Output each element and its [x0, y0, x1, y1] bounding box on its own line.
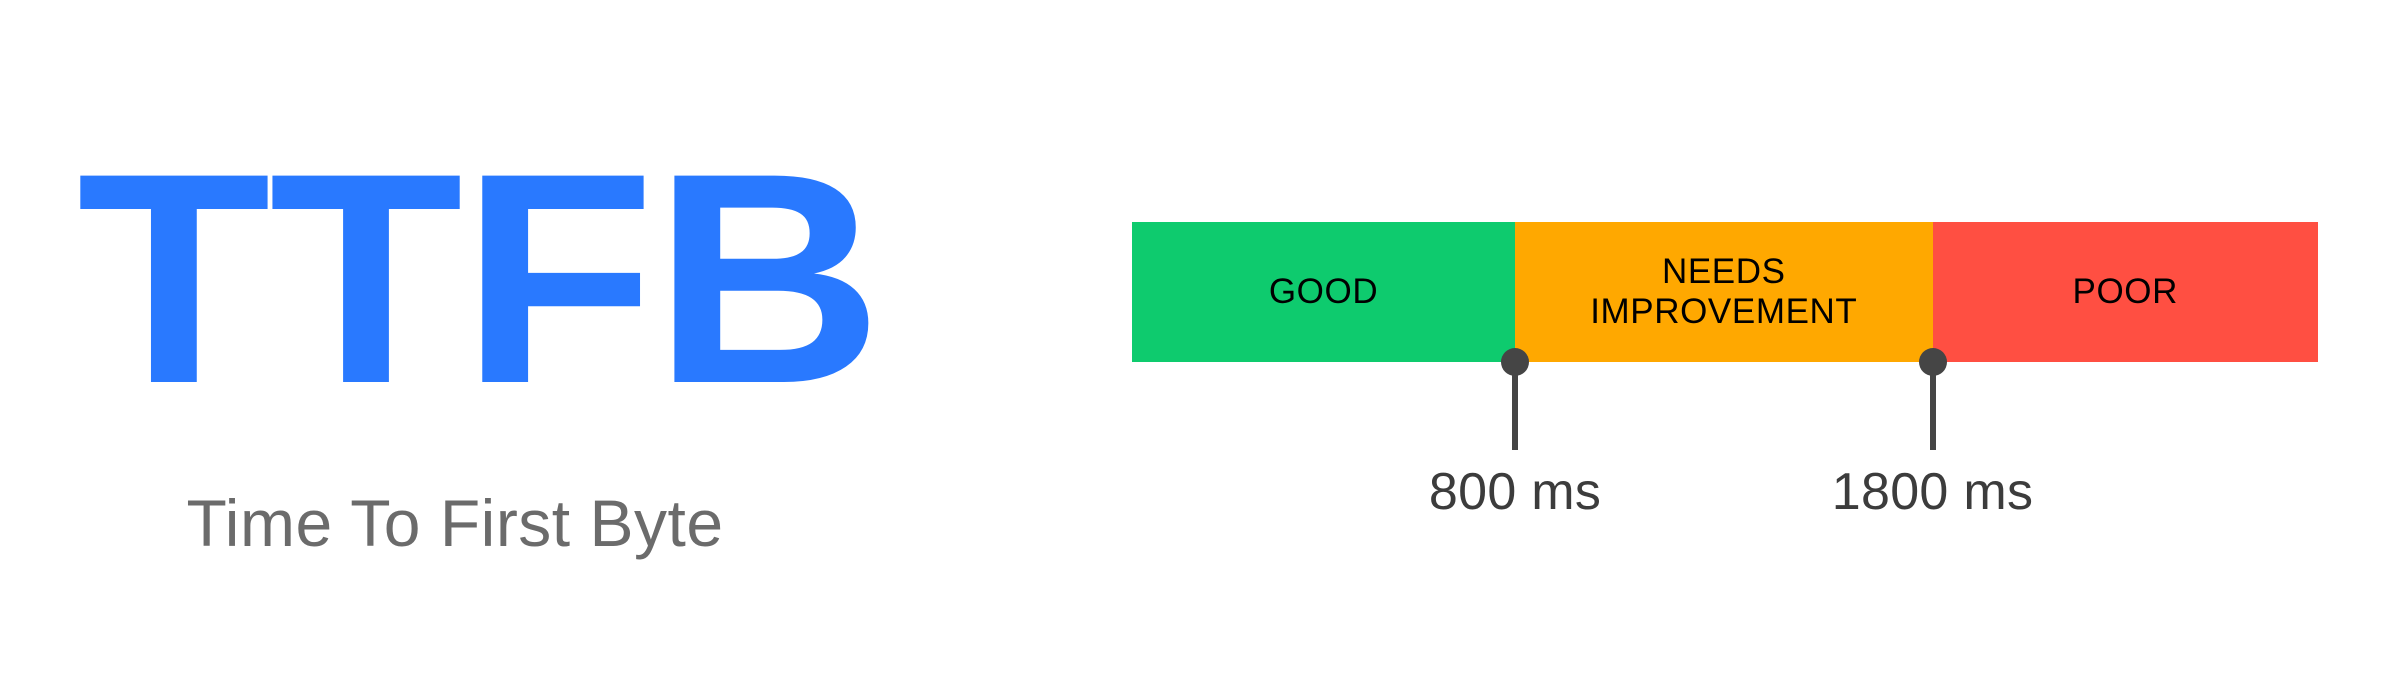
marker-stem [1929, 372, 1936, 450]
marker-dot-icon [1918, 348, 1947, 376]
scale-segment-good: GOOD [1132, 222, 1516, 362]
marker-dot-icon [1501, 348, 1530, 376]
segment-label-good: GOOD [1268, 272, 1379, 311]
metric-acronym: TTFB [76, 110, 883, 446]
threshold-caption-1800: 1800 ms [1831, 463, 2034, 521]
metric-full-name: Time To First Byte [186, 486, 724, 560]
scale-segment-poor: POOR [1932, 222, 2318, 362]
threshold-caption-800: 800 ms [1428, 463, 1602, 521]
marker-stem [1512, 372, 1519, 450]
segment-label-needs-improvement: NEEDS IMPROVEMENT [1590, 252, 1858, 331]
scale-bar: GOOD NEEDS IMPROVEMENT POOR [1132, 222, 2318, 362]
threshold-scale: GOOD NEEDS IMPROVEMENT POOR 800 ms 1800 … [1132, 222, 2318, 521]
scale-segment-needs-improvement: NEEDS IMPROVEMENT [1515, 222, 1933, 362]
metric-name-block: TTFB Time To First Byte [0, 0, 1000, 677]
segment-label-poor: POOR [2072, 272, 2178, 311]
